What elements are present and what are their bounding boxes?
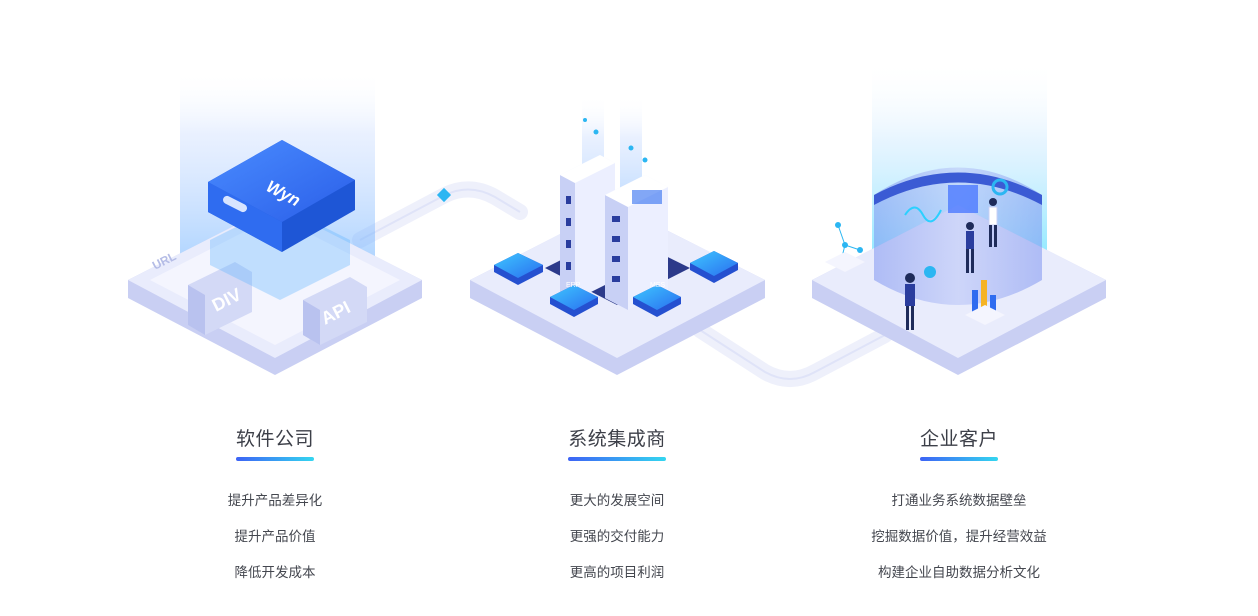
connector-pipe-right bbox=[692, 322, 893, 387]
pad-erp: ERP bbox=[550, 282, 598, 317]
list-item: 挖掘数据价值，提升经营效益 bbox=[871, 529, 1047, 545]
list-item: 更高的项目利润 bbox=[569, 565, 665, 581]
system-integrator-illustration: ERP MES bbox=[470, 95, 765, 375]
bar-chart-icon bbox=[965, 280, 1005, 325]
title-underline bbox=[235, 457, 314, 461]
section-title: 企业客户 bbox=[906, 424, 1012, 467]
svg-text:MES: MES bbox=[650, 282, 666, 289]
list-item: 更大的发展空间 bbox=[569, 493, 665, 509]
dashboard-ring bbox=[874, 167, 1042, 305]
software-company-section: 软件公司 提升产品差异化 提升产品价值 降低开发成本 bbox=[125, 424, 425, 591]
section-title: 系统集成商 bbox=[554, 424, 680, 467]
person-icon bbox=[905, 273, 915, 330]
server-tower-left bbox=[560, 155, 615, 300]
list-item: 提升产品差异化 bbox=[227, 493, 323, 509]
software-company-illustration: DIV API URL Wyn bbox=[128, 70, 422, 375]
section-title: 软件公司 bbox=[222, 424, 328, 467]
pad-left bbox=[494, 253, 543, 285]
title-underline bbox=[919, 457, 998, 461]
benefit-list: 打通业务系统数据壁垒 挖掘数据价值，提升经营效益 构建企业自助数据分析文化 bbox=[809, 483, 1109, 591]
wyn-box: Wyn bbox=[208, 140, 355, 252]
person-icon bbox=[988, 198, 998, 247]
list-item: 降低开发成本 bbox=[234, 565, 316, 581]
title-underline bbox=[568, 457, 666, 461]
list-item: 提升产品价值 bbox=[234, 529, 316, 545]
list-item: 更强的交付能力 bbox=[569, 529, 665, 545]
list-item: 打通业务系统数据壁垒 bbox=[891, 493, 1027, 509]
benefit-list: 提升产品差异化 提升产品价值 降低开发成本 bbox=[125, 483, 425, 591]
benefit-list: 更大的发展空间 更强的交付能力 更高的项目利润 bbox=[467, 483, 767, 591]
svg-text:ERP: ERP bbox=[566, 282, 581, 289]
network-node-icon bbox=[825, 222, 865, 272]
list-item: 构建企业自助数据分析文化 bbox=[878, 565, 1040, 581]
pad-right bbox=[690, 251, 738, 283]
connector-pipe-left bbox=[352, 181, 528, 248]
pad-mes: MES bbox=[633, 282, 681, 317]
div-tag: DIV bbox=[188, 262, 252, 335]
api-tag: API bbox=[303, 277, 367, 345]
enterprise-customer-section: 企业客户 打通业务系统数据壁垒 挖掘数据价值，提升经营效益 构建企业自助数据分析… bbox=[809, 424, 1109, 591]
server-tower-right bbox=[605, 175, 668, 310]
system-integrator-section: 系统集成商 更大的发展空间 更强的交付能力 更高的项目利润 bbox=[467, 424, 767, 591]
person-icon bbox=[966, 222, 974, 273]
enterprise-customer-illustration bbox=[812, 60, 1106, 375]
